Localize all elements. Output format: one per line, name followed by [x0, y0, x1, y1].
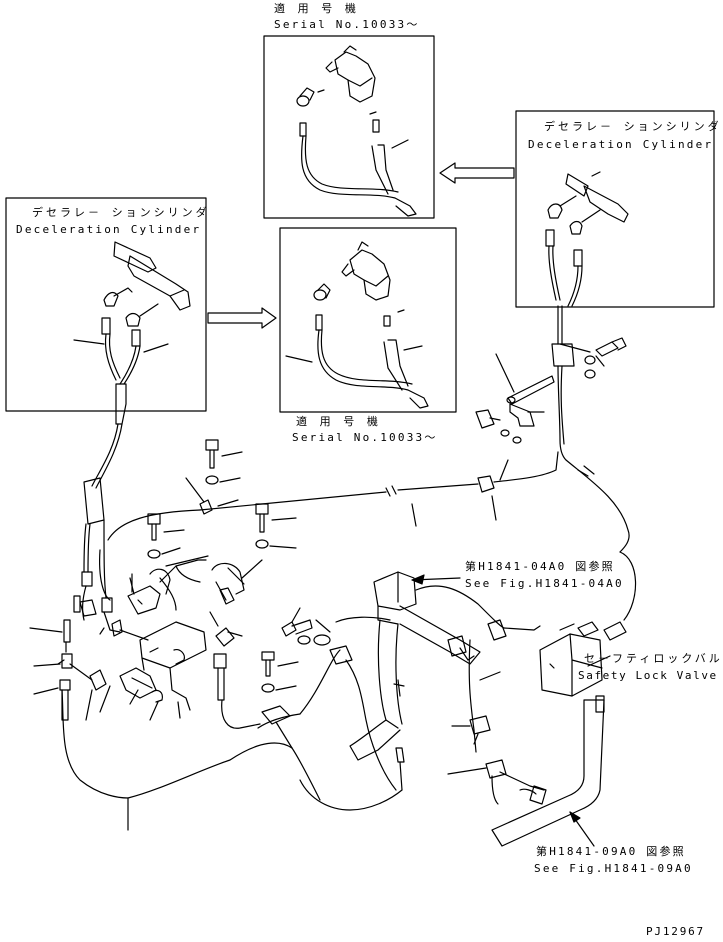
right-inset-en-title: Deceleration Cylinder — [528, 138, 714, 151]
middle-inset-frame — [279, 227, 457, 413]
arrow-left-to-middle — [207, 307, 277, 329]
top-inset-jp-title: 適 用 号 機 — [274, 2, 359, 15]
right-inset-frame — [515, 110, 715, 308]
safety-lock-valve — [539, 621, 627, 713]
ref-09-en: See Fig.H1841-09A0 — [534, 862, 693, 875]
right-vertical-hose — [551, 305, 630, 553]
left-inset-deceleration-cylinder — [73, 241, 191, 425]
bottom-hose — [127, 742, 321, 831]
left-inset-en-title: Deceleration Cylinder — [16, 223, 202, 236]
safety-lock-valve-jp: セ－フティロックバルブ — [584, 652, 723, 665]
middle-inset-valve-assembly — [285, 241, 429, 409]
middle-bolt-5 — [261, 651, 299, 693]
center-bolt-1 — [185, 439, 243, 515]
arrow-right-to-top — [439, 162, 515, 184]
top-inset-frame — [263, 35, 435, 219]
right-side-loop — [411, 459, 637, 621]
center-bolt-2 — [255, 503, 297, 549]
drawing-code: PJ12967 — [646, 925, 705, 938]
top-inset-valve-assembly — [296, 45, 417, 217]
right-inset-jp-title: デセラレ－ ションシリンダ — [544, 120, 722, 133]
middle-inset-serial: Serial No.10033～ — [292, 431, 438, 444]
lower-right-assembly — [447, 639, 545, 805]
center-valve-fittings — [127, 555, 263, 615]
ref-09-jp: 第H1841-09A0 図参照 — [536, 845, 686, 858]
hose-104-down — [101, 519, 121, 633]
ref-04-jp: 第H1841-04A0 図参照 — [465, 560, 615, 573]
safety-lock-valve-en: Safety Lock Valve — [578, 669, 718, 682]
left-lower-fittings — [29, 595, 149, 799]
center-bolt-3 — [147, 513, 185, 559]
ref-04-en: See Fig.H1841-04A0 — [465, 577, 624, 590]
mid-clip-hoses — [257, 616, 397, 791]
right-bracket-assembly — [475, 343, 591, 444]
lower-right-pipe — [491, 699, 605, 847]
main-horizontal-line — [99, 451, 559, 601]
left-inset-jp-title: デセラレ－ ションシリンダ — [32, 206, 210, 219]
top-inset-serial: Serial No.10033～ — [274, 18, 420, 31]
middle-inset-jp-title: 適 用 号 機 — [296, 415, 381, 428]
center-pipe-assembly — [299, 571, 541, 811]
right-inset-deceleration-cylinder — [545, 171, 629, 307]
bolt-washer-right — [584, 337, 627, 379]
left-inset-frame — [5, 197, 207, 412]
leader-arrow-04 — [411, 574, 461, 585]
block-bracket-assembly — [99, 621, 207, 721]
center-connector — [209, 611, 261, 729]
middle-bolt-4 — [281, 607, 331, 646]
leader-arrow-09 — [569, 811, 595, 847]
left-deceleration-hose — [79, 423, 123, 621]
